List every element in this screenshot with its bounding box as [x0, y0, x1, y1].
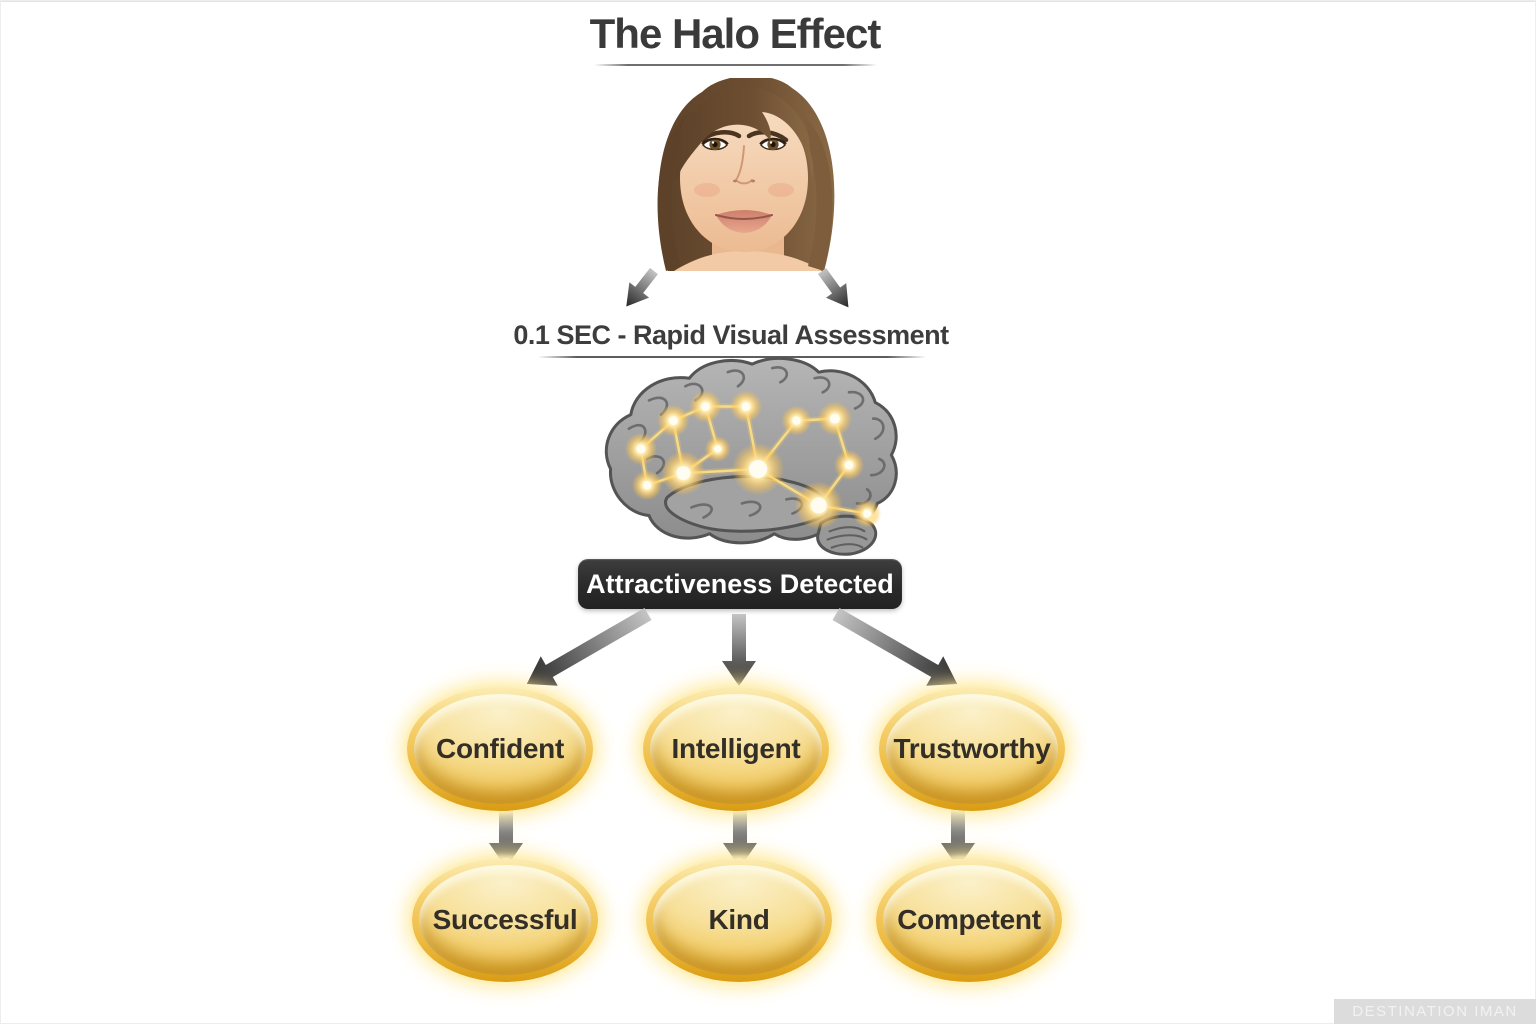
woman-portrait-photo	[657, 78, 835, 271]
badge-arrow-right	[827, 599, 966, 699]
badge-arrow-center	[722, 614, 756, 686]
left-eye	[701, 137, 729, 151]
orb-body	[419, 865, 591, 975]
page-title: The Halo Effect	[589, 10, 882, 57]
badge-arrow-left	[518, 599, 657, 699]
watermark-strip: DESTINATION IMAN	[1334, 999, 1536, 1024]
orb-body	[414, 694, 586, 804]
orb-body	[883, 865, 1055, 975]
orb-successful: Successful	[412, 858, 598, 982]
smiling-lips	[715, 210, 773, 233]
assessment-caption: 0.1 SEC - Rapid Visual Assessment	[513, 320, 949, 350]
assessment-underline	[538, 356, 926, 358]
photo-arrow-right	[811, 263, 859, 315]
orb-intelligent: Intelligent	[643, 687, 829, 811]
neuron-nodes	[624, 390, 882, 530]
orb-label: Kind	[708, 904, 770, 935]
orb-label: Trustworthy	[893, 733, 1051, 764]
orb-kind: Kind	[646, 858, 832, 982]
orb-label: Competent	[897, 904, 1041, 935]
hair-front	[657, 86, 833, 271]
orb-body	[653, 865, 825, 975]
title-underline	[594, 64, 877, 66]
watermark-text: DESTINATION IMAN	[1352, 1003, 1518, 1020]
orb-body	[650, 694, 822, 804]
right-eye	[759, 137, 787, 151]
brain-illustration	[604, 357, 898, 556]
orb-label: Confident	[436, 733, 564, 764]
orb-label: Intelligent	[671, 733, 801, 764]
attractiveness-badge: Attractiveness Detected	[578, 559, 902, 609]
neural-network	[624, 390, 882, 530]
orb-confident: Confident	[407, 687, 593, 811]
orb-body	[886, 694, 1058, 804]
orb-trustworthy: Trustworthy	[879, 687, 1065, 811]
orb-competent: Competent	[876, 858, 1062, 982]
orb-label: Successful	[432, 904, 578, 935]
